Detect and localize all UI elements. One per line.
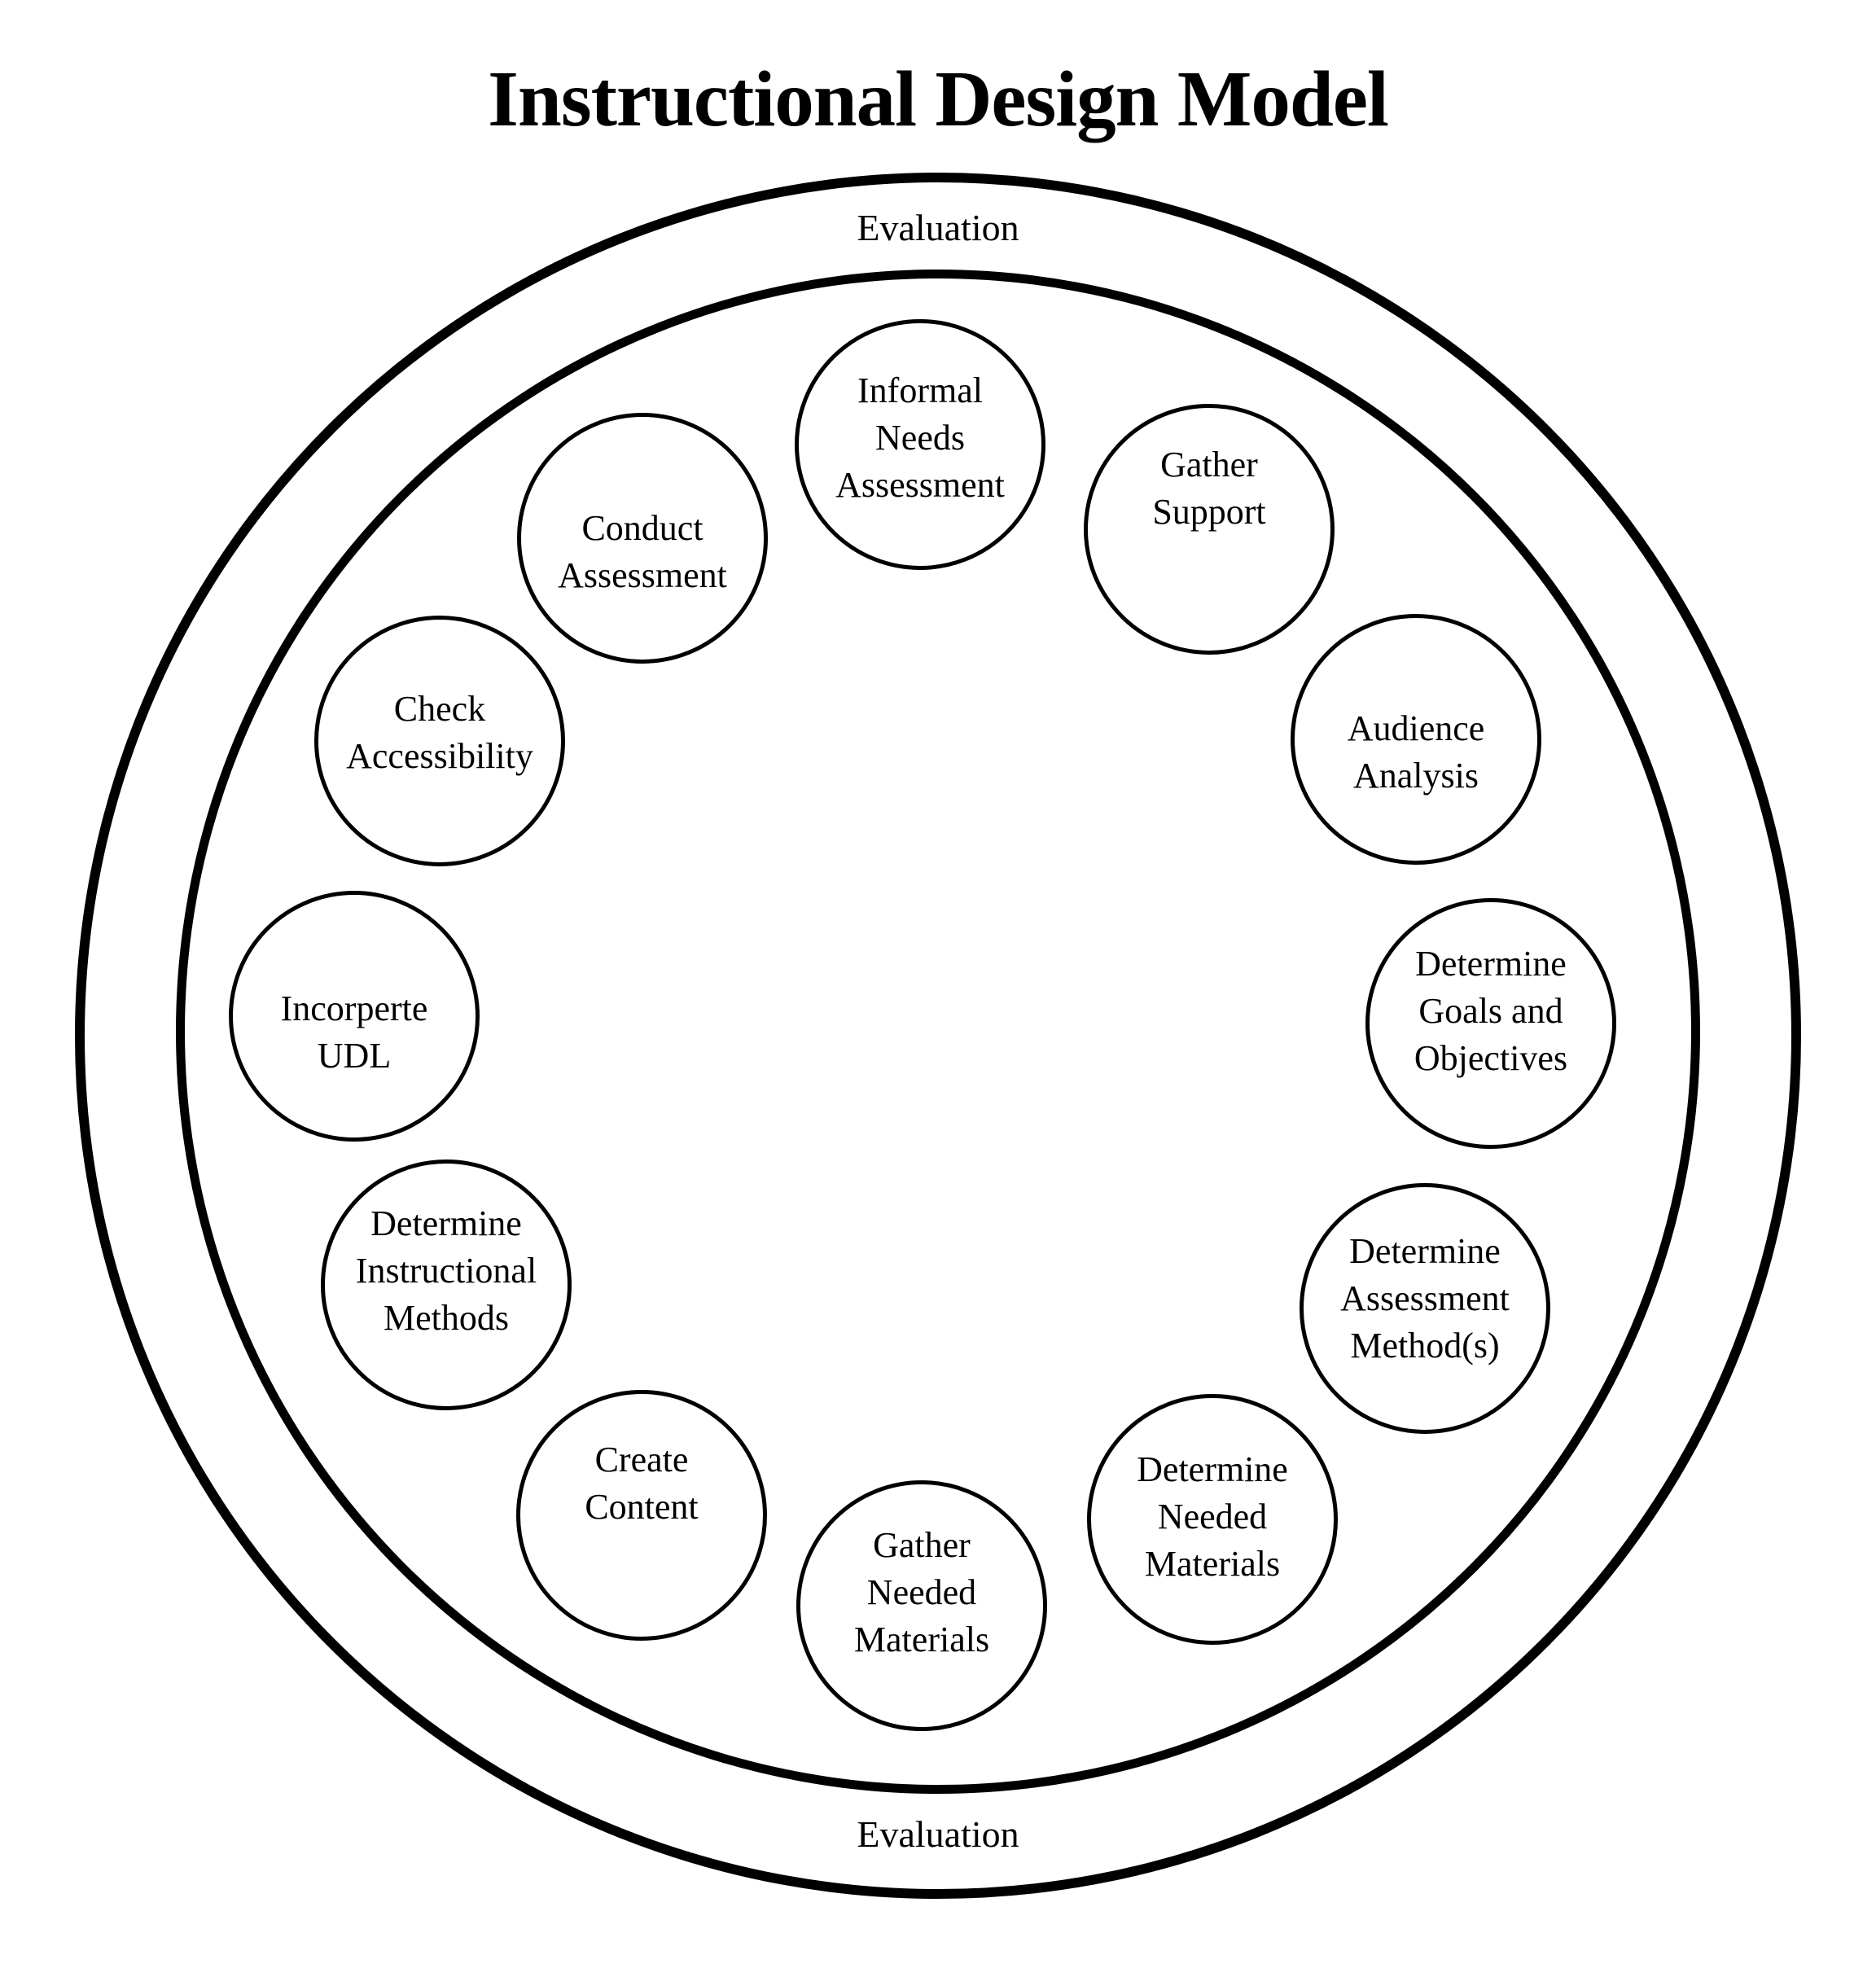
stage-circle-informal-needs-assessment: Informal Needs Assessment [795, 319, 1045, 570]
stage-label: Create Content [585, 1440, 699, 1527]
stage-circle-determine-goals-and-objectives: Determine Goals and Objectives [1365, 898, 1616, 1149]
diagram-title: Instructional Design Model [488, 55, 1389, 142]
stage-circle-determine-needed-materials: Determine Needed Materials [1087, 1394, 1338, 1645]
stage-circle-gather-support: Gather Support [1084, 404, 1335, 655]
evaluation-label-top: Evaluation [857, 207, 1019, 248]
stage-label: Check Accessibility [346, 689, 533, 776]
stage-label: Determine Assessment Method(s) [1340, 1231, 1510, 1365]
stage-label: Audience Analysis [1347, 708, 1485, 796]
stage-label: Gather Support [1152, 445, 1266, 532]
stage-circle-conduct-assessment: Conduct Assessment [517, 413, 768, 664]
stage-circle-determine-instructional-methods: Determine Instructional Methods [321, 1159, 572, 1410]
stage-circle-audience-analysis: Audience Analysis [1291, 614, 1541, 865]
stage-circle-incorperte-udl: Incorperte UDL [229, 891, 480, 1142]
stage-circle-create-content: Create Content [516, 1390, 767, 1641]
stage-circle-determine-assessment-method-s: Determine Assessment Method(s) [1300, 1183, 1550, 1434]
inner-process-ring [176, 270, 1700, 1794]
stage-label: Incorperte UDL [280, 988, 428, 1076]
stage-label: Determine Instructional Methods [355, 1203, 537, 1338]
stage-circle-gather-needed-materials: Gather Needed Materials [796, 1480, 1047, 1731]
stage-label: Determine Needed Materials [1137, 1449, 1288, 1584]
stage-label: Conduct Assessment [558, 508, 727, 595]
stage-label: Determine Goals and Objectives [1414, 944, 1568, 1078]
stage-label: Gather Needed Materials [853, 1525, 990, 1659]
evaluation-label-bottom: Evaluation [857, 1813, 1019, 1855]
stage-circle-check-accessibility: Check Accessibility [314, 616, 565, 866]
stage-label: Informal Needs Assessment [835, 370, 1005, 505]
